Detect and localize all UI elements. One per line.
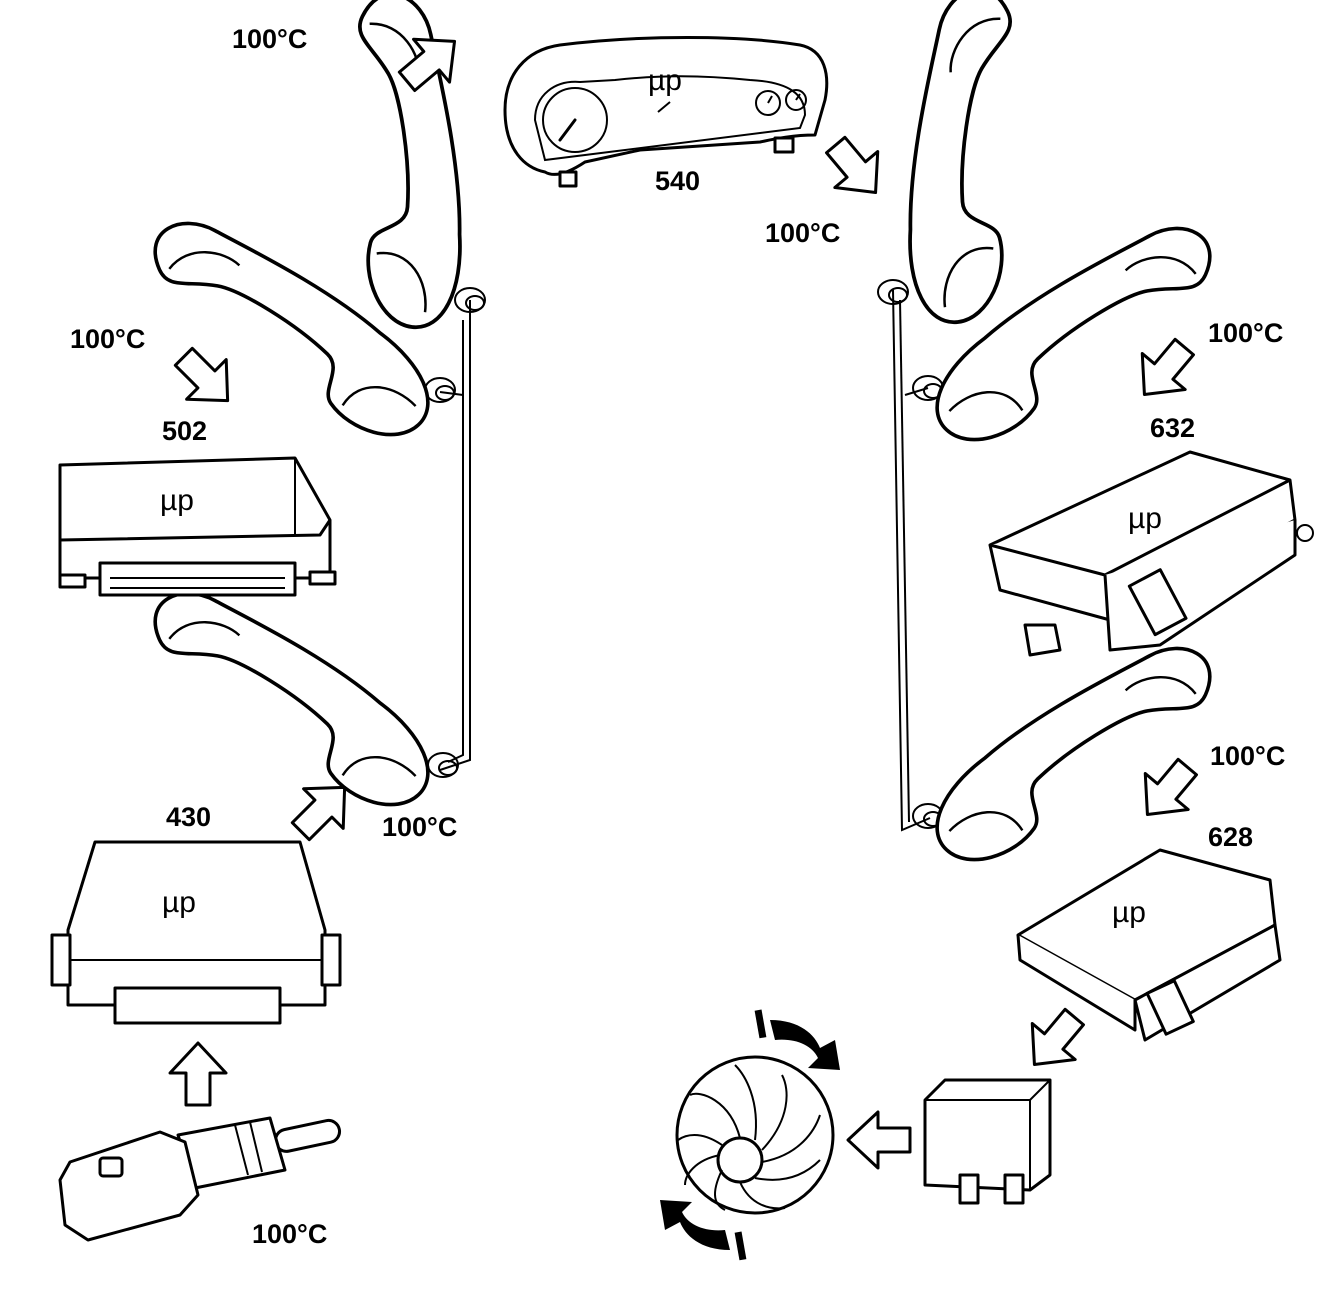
- micro-label: µp: [160, 484, 194, 517]
- module-number-430: 430: [166, 802, 211, 832]
- left-wire-link: [439, 391, 464, 396]
- telephone-handset-icon: [128, 586, 454, 813]
- flow-arrow-icon: [846, 1110, 912, 1170]
- flow-arrow-icon: [168, 1041, 228, 1107]
- flow-arrow-icon: [812, 125, 899, 213]
- control-module-icon: µp: [58, 456, 337, 597]
- module-number-628: 628: [1208, 822, 1253, 852]
- flow-arrow-icon: [1011, 997, 1098, 1085]
- left-bus-wire-inner: [447, 320, 464, 763]
- micro-label: µp: [1128, 502, 1162, 535]
- module-number-540: 540: [655, 166, 700, 196]
- flow-arrow-icon: [1121, 327, 1208, 415]
- cord-coil: [424, 377, 456, 403]
- temperature-label: 100°C: [70, 324, 145, 354]
- temperature-label: 100°C: [1208, 318, 1283, 348]
- temperature-label: 100°C: [765, 218, 840, 248]
- relay-icon: [923, 1078, 1052, 1205]
- temperature-sensor-icon: [58, 1116, 342, 1242]
- control-module-icon: µp: [988, 450, 1314, 657]
- cooling-fan-icon: [675, 1055, 835, 1215]
- control-module-icon: µp: [50, 840, 342, 1025]
- instrument-cluster-icon: µp: [503, 36, 829, 188]
- module-number-632: 632: [1150, 413, 1195, 443]
- control-module-icon: µp: [1016, 848, 1282, 1042]
- right-bus-wire: [892, 289, 931, 832]
- temperature-label: 100°C: [382, 812, 457, 842]
- flow-arrow-icon: [1124, 747, 1211, 835]
- temperature-label: 100°C: [252, 1219, 327, 1249]
- telephone-handset-icon: [911, 641, 1237, 868]
- micro-label: µp: [648, 64, 682, 97]
- micro-label: µp: [1112, 896, 1146, 929]
- rotation-arrow-icon: [754, 1009, 840, 1070]
- temperature-label: 100°C: [232, 24, 307, 54]
- micro-label: µp: [162, 886, 196, 919]
- rotation-arrow-icon: [660, 1200, 747, 1261]
- flow-arrow-icon: [162, 335, 249, 422]
- left-bus-wire: [439, 300, 471, 771]
- module-number-502: 502: [162, 416, 207, 446]
- right-bus-wire-inner: [899, 299, 910, 823]
- temperature-label: 100°C: [1210, 741, 1285, 771]
